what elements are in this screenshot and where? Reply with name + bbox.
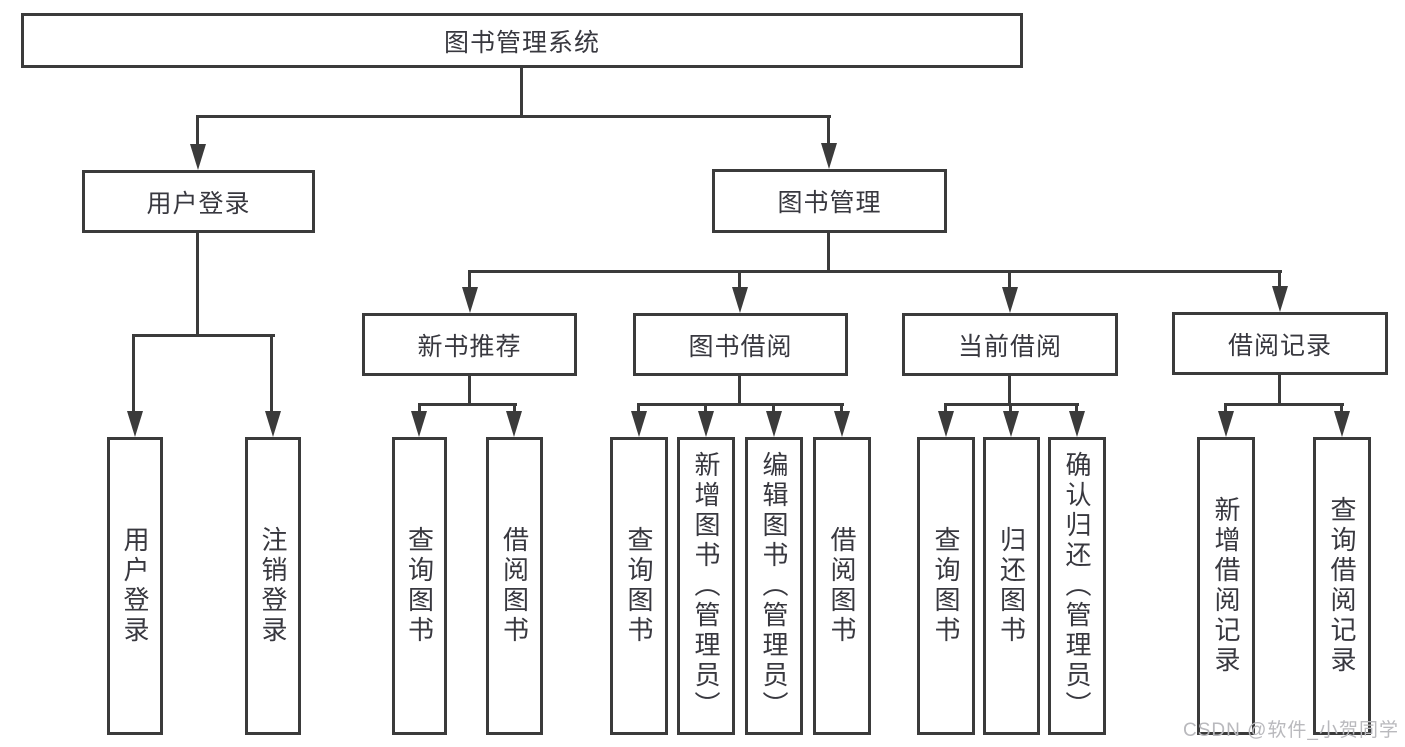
arrow-down-icon bbox=[127, 411, 143, 437]
connector-line bbox=[468, 376, 471, 405]
connector-line bbox=[270, 336, 273, 414]
node-label: 查询图书 bbox=[624, 526, 654, 646]
node-label: 注销登录 bbox=[258, 526, 288, 646]
connector-line bbox=[196, 115, 831, 118]
csdn-watermark: CSDN @软件_小贺同学 bbox=[1183, 720, 1399, 741]
node-label: 用户登录 bbox=[120, 526, 150, 646]
node-label: 借阅记录 bbox=[1227, 331, 1332, 360]
connector-line bbox=[827, 117, 830, 147]
node-query-books-current: 查询图书 bbox=[917, 437, 975, 735]
connector-line bbox=[704, 405, 707, 415]
node-logout: 注销登录 bbox=[245, 437, 301, 735]
node-label: 编辑图书（管理员） bbox=[759, 451, 789, 721]
connector-line bbox=[513, 405, 516, 415]
connector-line bbox=[196, 233, 199, 337]
connector-line bbox=[1008, 272, 1011, 288]
connector-line bbox=[944, 405, 947, 415]
arrow-down-icon bbox=[1002, 287, 1018, 313]
connector-line bbox=[772, 405, 775, 415]
node-book-management: 图书管理 bbox=[712, 169, 947, 233]
connector-line bbox=[418, 405, 421, 415]
node-label: 新增图书（管理员） bbox=[691, 451, 721, 721]
arrow-down-icon bbox=[462, 287, 478, 313]
arrow-down-icon bbox=[1218, 411, 1234, 437]
node-borrow-books-recommend: 借阅图书 bbox=[486, 437, 543, 735]
node-label: 归还图书 bbox=[996, 526, 1027, 646]
connector-line bbox=[132, 334, 275, 337]
node-label: 新书推荐 bbox=[417, 332, 522, 361]
connector-line bbox=[468, 270, 1282, 273]
connector-line bbox=[132, 336, 135, 414]
node-query-books-borrowing: 查询图书 bbox=[610, 437, 668, 735]
connector-line bbox=[1340, 405, 1343, 415]
arrow-down-icon bbox=[821, 143, 837, 169]
node-label: 借阅图书 bbox=[827, 526, 857, 646]
connector-line bbox=[1224, 405, 1227, 415]
node-library-management-system: 图书管理系统 bbox=[21, 13, 1023, 68]
arrow-down-icon bbox=[190, 144, 206, 170]
node-borrowing-records: 借阅记录 bbox=[1172, 312, 1388, 375]
node-label: 新增借阅记录 bbox=[1211, 496, 1241, 676]
connector-line bbox=[520, 68, 523, 118]
connector-line bbox=[637, 405, 640, 415]
node-confirm-return-admin: 确认归还（管理员） bbox=[1048, 437, 1106, 735]
arrow-down-icon bbox=[938, 411, 954, 437]
arrow-down-icon bbox=[1272, 286, 1288, 312]
node-label: 用户登录 bbox=[146, 189, 251, 218]
node-label: 图书管理 bbox=[777, 189, 882, 217]
connector-line bbox=[738, 272, 741, 288]
arrow-down-icon bbox=[265, 411, 281, 437]
node-query-borrow-record: 查询借阅记录 bbox=[1313, 437, 1371, 735]
arrow-down-icon bbox=[631, 411, 647, 437]
node-label: 图书借阅 bbox=[688, 332, 793, 361]
connector-line bbox=[468, 272, 471, 288]
connector-line bbox=[1278, 375, 1281, 405]
connector-line bbox=[840, 405, 843, 415]
node-current-borrowing: 当前借阅 bbox=[902, 313, 1118, 376]
arrow-down-icon bbox=[732, 287, 748, 313]
arrow-down-icon bbox=[411, 411, 427, 437]
arrow-down-icon bbox=[698, 411, 714, 437]
connector-line bbox=[1009, 405, 1012, 415]
connector-line bbox=[637, 403, 844, 406]
node-book-borrowing: 图书借阅 bbox=[633, 313, 848, 376]
node-user-login: 用户登录 bbox=[82, 170, 315, 233]
connector-line bbox=[1075, 405, 1078, 415]
connector-line bbox=[944, 403, 1079, 406]
arrow-down-icon bbox=[1069, 411, 1085, 437]
node-label: 查询图书 bbox=[404, 526, 435, 646]
node-label: 确认归还（管理员） bbox=[1062, 451, 1092, 721]
arrow-down-icon bbox=[1334, 411, 1350, 437]
node-label: 当前借阅 bbox=[957, 332, 1062, 361]
node-edit-book-admin: 编辑图书（管理员） bbox=[745, 437, 803, 735]
arrow-down-icon bbox=[834, 411, 850, 437]
node-query-books-recommend: 查询图书 bbox=[392, 437, 447, 735]
connector-line bbox=[196, 117, 199, 147]
connector-line bbox=[418, 403, 517, 406]
arrow-down-icon bbox=[506, 411, 522, 437]
node-label: 借阅图书 bbox=[499, 526, 530, 646]
node-label: 查询借阅记录 bbox=[1327, 496, 1357, 676]
connector-line bbox=[1008, 376, 1011, 405]
connector-line bbox=[738, 376, 741, 405]
node-return-book: 归还图书 bbox=[983, 437, 1040, 735]
arrow-down-icon bbox=[766, 411, 782, 437]
connector-line bbox=[827, 233, 830, 273]
node-borrow-books-borrowing: 借阅图书 bbox=[813, 437, 871, 735]
connector-line bbox=[1278, 272, 1281, 287]
node-add-borrow-record: 新增借阅记录 bbox=[1197, 437, 1255, 735]
node-label: 查询图书 bbox=[931, 526, 961, 646]
arrow-down-icon bbox=[1003, 411, 1019, 437]
node-user-login-leaf: 用户登录 bbox=[107, 437, 163, 735]
node-add-book-admin: 新增图书（管理员） bbox=[677, 437, 735, 735]
node-label: 图书管理系统 bbox=[443, 28, 600, 57]
node-new-book-recommend: 新书推荐 bbox=[362, 313, 577, 376]
connector-line bbox=[1224, 403, 1344, 406]
